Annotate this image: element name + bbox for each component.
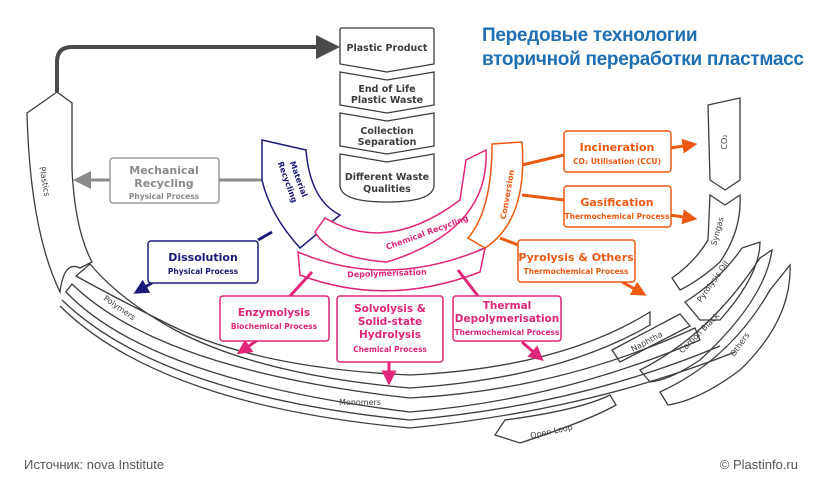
solvolysis-subtitle: Chemical Process bbox=[353, 345, 427, 354]
dissolution-arrow bbox=[133, 279, 153, 294]
incineration-subtitle: CO₂ Utilisation (CCU) bbox=[573, 157, 661, 166]
thermal-depolymerisation-box bbox=[452, 295, 562, 342]
enzymolysis-box bbox=[219, 295, 330, 342]
others-label: Others bbox=[729, 331, 752, 358]
different-waste-label-2: Qualities bbox=[363, 184, 411, 195]
monomers-band bbox=[65, 283, 701, 413]
pyrolysis-subtitle: Thermochemical Process bbox=[524, 267, 629, 276]
solvolysis-title-3: Hydrolysis bbox=[359, 329, 421, 341]
depolymerisation-label: Depolymerisation bbox=[347, 268, 427, 280]
co2-label: CO₂ bbox=[720, 134, 729, 149]
source-credit: Источник: nova Institute bbox=[24, 457, 165, 472]
end-of-life-label-2: Plastic Waste bbox=[351, 95, 423, 106]
chemical-recycling-arc bbox=[314, 148, 487, 263]
end-of-life-label-1: End of Life bbox=[358, 84, 415, 95]
naphtha-band bbox=[611, 313, 692, 363]
thermal-title-2: Depolymerisation bbox=[455, 313, 560, 325]
syngas-label: Syngas bbox=[709, 216, 725, 246]
plastic-product-label: Plastic Product bbox=[347, 43, 428, 54]
open-loop-label: Open Loop bbox=[529, 423, 573, 441]
open-loop-band bbox=[493, 394, 617, 444]
enzymolysis-subtitle: Biochemical Process bbox=[231, 322, 318, 331]
mechanical-title-1: Mechanical bbox=[129, 164, 199, 177]
waste-flow bbox=[339, 27, 435, 203]
solvolysis-box bbox=[336, 295, 444, 363]
mechanical-recycling-box bbox=[109, 157, 220, 204]
monomers-label: Monomers bbox=[339, 398, 381, 407]
co2-band bbox=[707, 97, 741, 191]
output-rings bbox=[26, 91, 791, 444]
others-band bbox=[659, 263, 791, 406]
mechanical-title-2: Recycling bbox=[134, 177, 193, 190]
depolymerisation-arc bbox=[297, 246, 487, 292]
carbon-black-band bbox=[638, 248, 773, 383]
dissolution-title: Dissolution bbox=[168, 251, 238, 264]
conversion-arc bbox=[466, 141, 524, 249]
solvolysis-title-2: Solid-state bbox=[358, 316, 422, 328]
pyrolysis-oil-label: Pyrolysis Oil bbox=[695, 259, 730, 304]
pyrolysis-box bbox=[517, 239, 636, 283]
plastic-product-box bbox=[339, 27, 435, 73]
collection-box bbox=[339, 112, 435, 155]
plastics-band bbox=[26, 91, 93, 295]
different-waste-label-1: Different Waste bbox=[345, 172, 429, 183]
conversion-connectors bbox=[499, 138, 698, 296]
different-waste-box bbox=[339, 153, 435, 203]
dissolution-connector bbox=[257, 230, 273, 242]
incineration-box bbox=[563, 130, 672, 173]
thermal-title-1: Thermal bbox=[483, 300, 532, 312]
gasification-title: Gasification bbox=[580, 196, 653, 209]
thermal-subtitle: Thermochemical Process bbox=[455, 328, 560, 337]
return-arrow bbox=[55, 35, 340, 92]
polymers-label: Polymers bbox=[102, 294, 137, 322]
page-title: Передовые технологии вторичной переработ… bbox=[482, 24, 804, 72]
end-of-life-box bbox=[339, 71, 435, 114]
syngas-band bbox=[671, 193, 741, 291]
polymers-band bbox=[74, 263, 651, 389]
pyrolysis-title: Pyrolysis & Others bbox=[518, 251, 634, 264]
collection-label-2: Separation bbox=[358, 137, 417, 148]
mechanical-subtitle: Physical Process bbox=[129, 192, 200, 201]
title-line-1: Передовые технологии bbox=[482, 25, 698, 46]
dissolution-subtitle: Physical Process bbox=[168, 267, 239, 276]
copyright: © Plastinfo.ru bbox=[719, 457, 798, 472]
solvolysis-title-1: Solvolysis & bbox=[354, 303, 426, 315]
enzymolysis-title: Enzymolysis bbox=[238, 307, 310, 319]
plastics-label: Plastics bbox=[37, 166, 51, 197]
gasification-box bbox=[563, 185, 672, 228]
collection-label-1: Collection bbox=[360, 126, 413, 137]
incineration-title: Incineration bbox=[580, 141, 655, 154]
title-line-2: вторичной переработки пластмасс bbox=[482, 49, 804, 70]
pyrolysis-oil-band bbox=[684, 241, 761, 321]
gasification-subtitle: Thermochemical Process bbox=[565, 212, 670, 221]
dissolution-box bbox=[147, 240, 259, 284]
